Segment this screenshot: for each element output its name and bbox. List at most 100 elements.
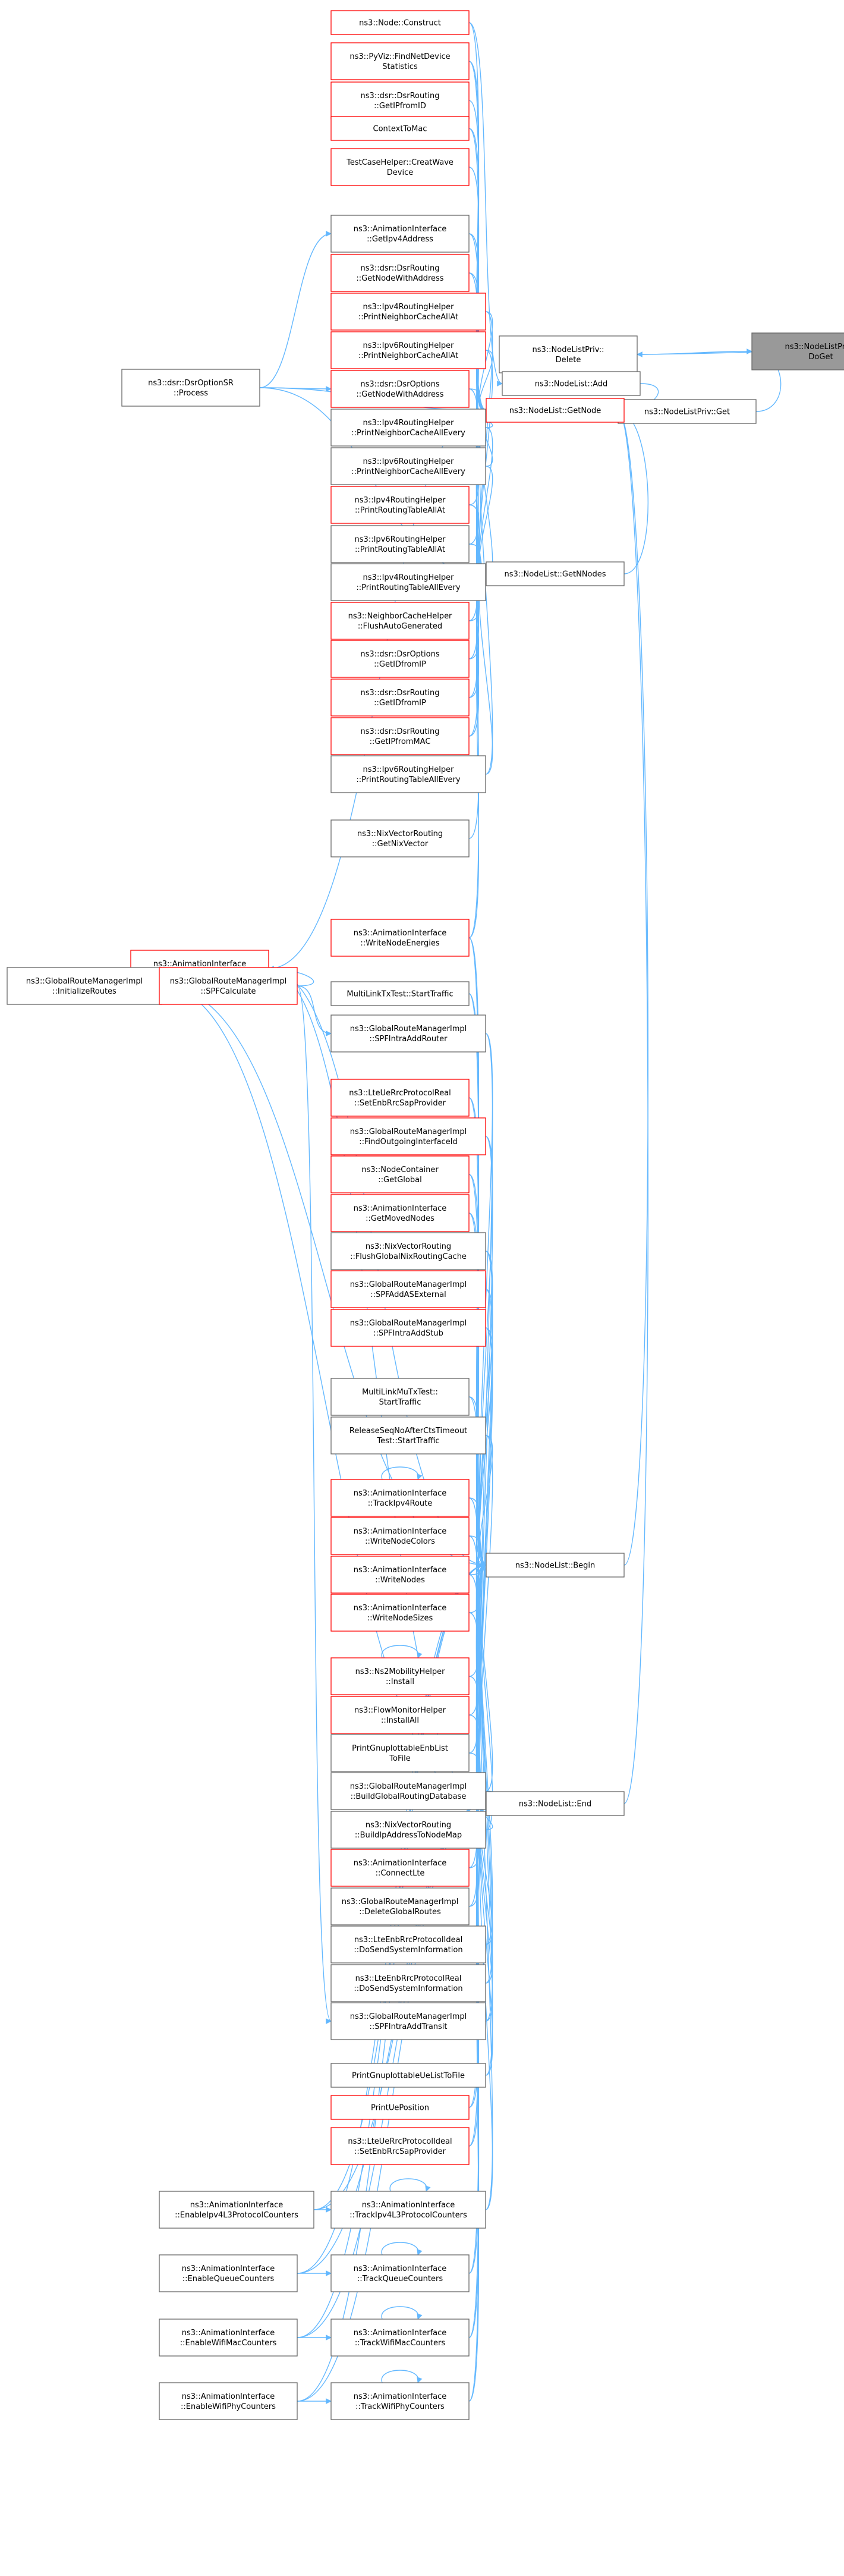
node-trackwifiphy[interactable]: ns3::AnimationInterface::TrackWifiPhyCou… xyxy=(330,2382,470,2420)
node-enablequeue[interactable]: ns3::AnimationInterface::EnableQueueCoun… xyxy=(159,2254,298,2292)
node-box xyxy=(330,2191,486,2229)
node-getipv4address[interactable]: ns3::AnimationInterface::GetIpv4Address xyxy=(330,215,470,253)
node-buildglobaldb[interactable]: ns3::GlobalRouteManagerImpl::BuildGlobal… xyxy=(330,1772,486,1810)
node-label: ns3::LteEnbRrcProtocolIdeal xyxy=(354,1936,462,1944)
node-label: ns3::AnimationInterface xyxy=(354,1566,447,1575)
node-spfcalc[interactable]: ns3::GlobalRouteManagerImpl::SPFCalculat… xyxy=(159,967,298,1005)
node-dsrgetipfromid[interactable]: ns3::dsr::DsrRouting::GetIPfromID xyxy=(330,81,470,120)
node-box xyxy=(330,10,470,35)
node-ipv6printtableat[interactable]: ns3::Ipv6RoutingHelper::PrintRoutingTabl… xyxy=(330,525,470,563)
node-label: ns3::Ipv6RoutingHelper xyxy=(363,457,455,466)
node-printgnuplotue[interactable]: PrintGnuplottableUeListToFile xyxy=(330,2063,486,2088)
node-nodecontainerglobal[interactable]: ns3::NodeContainer::GetGlobal xyxy=(330,1155,470,1193)
node-spfintraaddrouter[interactable]: ns3::GlobalRouteManagerImpl::SPFIntraAdd… xyxy=(330,1014,486,1053)
node-get[interactable]: ns3::NodeListPriv::Get xyxy=(618,399,757,424)
node-add[interactable]: ns3::NodeList::Add xyxy=(502,371,641,396)
node-ipv4printneighevery[interactable]: ns3::Ipv4RoutingHelper::PrintNeighborCac… xyxy=(330,409,486,447)
node-trackwifimac[interactable]: ns3::AnimationInterface::TrackWifiMacCou… xyxy=(330,2319,470,2357)
node-label: ns3::Ipv6RoutingHelper xyxy=(363,765,455,774)
node-begin[interactable]: ns3::NodeList::Begin xyxy=(486,1553,625,1578)
node-delete[interactable]: ns3::NodeListPriv::Delete xyxy=(499,335,638,373)
node-label: ::GetIDfromIP xyxy=(374,699,426,708)
node-ipv6printneighevery[interactable]: ns3::Ipv6RoutingHelper::PrintNeighborCac… xyxy=(330,447,486,485)
node-dsroptsgetidfromip[interactable]: ns3::dsr::DsrOptions::GetIDfromIP xyxy=(330,640,470,678)
node-writenodes[interactable]: ns3::AnimationInterface::WriteNodes xyxy=(330,1556,470,1594)
node-label: ::GetIpv4Address xyxy=(367,235,433,244)
node-enableipv4l3[interactable]: ns3::AnimationInterface::EnableIpv4L3Pro… xyxy=(159,2191,314,2229)
node-enablewifiphy[interactable]: ns3::AnimationInterface::EnableWifiPhyCo… xyxy=(159,2382,298,2420)
node-printueposition[interactable]: PrintUePosition xyxy=(330,2095,470,2120)
node-spfintraaddtransit[interactable]: ns3::GlobalRouteManagerImpl::SPFIntraAdd… xyxy=(330,2002,486,2040)
node-box xyxy=(330,1811,486,1849)
node-box xyxy=(330,148,470,186)
node-box xyxy=(330,1887,470,1925)
node-box xyxy=(330,525,470,563)
node-trackqueue[interactable]: ns3::AnimationInterface::TrackQueueCount… xyxy=(330,2254,470,2292)
node-lterrcsetenbsap[interactable]: ns3::LteUeRrcProtocolReal::SetEnbRrcSapP… xyxy=(330,1079,470,1117)
node-getnode[interactable]: ns3::NodeList::GetNode xyxy=(486,398,625,423)
node-label: ::FlushGlobalNixRoutingCache xyxy=(350,1252,467,1261)
node-label: ns3::dsr::DsrRouting xyxy=(361,727,440,736)
node-nixgetvector[interactable]: ns3::NixVectorRouting::GetNixVector xyxy=(330,819,470,857)
node-connectlte[interactable]: ns3::AnimationInterface::ConnectLte xyxy=(330,1849,470,1887)
node-flowinstall[interactable]: ns3::FlowMonitorHelper::InstallAll xyxy=(330,1696,470,1734)
node-ipv6printtableevery[interactable]: ns3::Ipv6RoutingHelper::PrintRoutingTabl… xyxy=(330,755,486,793)
node-multilinktx[interactable]: MultiLinkTxTest::StartTraffic xyxy=(330,981,470,1006)
node-box xyxy=(330,2254,470,2292)
node-label: ns3::AnimationInterface xyxy=(354,2264,447,2273)
node-ipv4printtableat[interactable]: ns3::Ipv4RoutingHelper::PrintRoutingTabl… xyxy=(330,486,470,524)
node-contexttomac[interactable]: ContextToMac xyxy=(330,116,470,141)
node-box xyxy=(330,1309,486,1347)
node-ipv4printtableevery[interactable]: ns3::Ipv4RoutingHelper::PrintRoutingTabl… xyxy=(330,563,486,601)
node-writenodesizes[interactable]: ns3::AnimationInterface::WriteNodeSizes xyxy=(330,1594,470,1632)
node-nixflush[interactable]: ns3::NixVectorRouting::FlushGlobalNixRou… xyxy=(330,1232,486,1270)
node-label: ::ConnectLte xyxy=(376,1869,425,1878)
node-dsrgetnodewithaddr[interactable]: ns3::dsr::DsrRouting::GetNodeWithAddress xyxy=(330,254,470,292)
node-getnnodes[interactable]: ns3::NodeList::GetNNodes xyxy=(486,561,625,586)
node-label: ns3::NixVectorRouting xyxy=(366,1242,451,1251)
node-writenodeenergies[interactable]: ns3::AnimationInterface::WriteNodeEnergi… xyxy=(330,919,470,957)
node-box xyxy=(330,678,470,717)
node-findoutgoing[interactable]: ns3::GlobalRouteManagerImpl::FindOutgoin… xyxy=(330,1117,486,1155)
node-box xyxy=(7,967,162,1005)
node-ns2install[interactable]: ns3::Ns2MobilityHelper::Install xyxy=(330,1657,470,1695)
node-label: ::GetIPfromMAC xyxy=(370,737,431,746)
node-doget[interactable]: ns3::NodeListPriv::DoGet xyxy=(751,332,844,370)
node-initroutes[interactable]: ns3::GlobalRouteManagerImpl::InitializeR… xyxy=(7,967,162,1005)
node-dsrgetidfromip[interactable]: ns3::dsr::DsrRouting::GetIDfromIP xyxy=(330,678,470,717)
node-box xyxy=(330,717,470,755)
node-label: ns3::AnimationInterface xyxy=(182,2392,275,2401)
node-lteidealsend[interactable]: ns3::LteEnbRrcProtocolIdeal::DoSendSyste… xyxy=(330,1925,486,1964)
node-getmovednodes[interactable]: ns3::AnimationInterface::GetMovedNodes xyxy=(330,1194,470,1232)
node-ipv6printneighat[interactable]: ns3::Ipv6RoutingHelper::PrintNeighborCac… xyxy=(330,331,486,369)
node-writenodecolors[interactable]: ns3::AnimationInterface::WriteNodeColors xyxy=(330,1517,470,1555)
node-trackipv4l3[interactable]: ns3::AnimationInterface::TrackIpv4L3Prot… xyxy=(330,2191,486,2229)
node-deleteglobal[interactable]: ns3::GlobalRouteManagerImpl::DeleteGloba… xyxy=(330,1887,470,1925)
node-ltesend[interactable]: ns3::LteEnbRrcProtocolReal::DoSendSystem… xyxy=(330,1964,486,2002)
node-trackipv4route[interactable]: ns3::AnimationInterface::TrackIpv4Route xyxy=(330,1479,470,1517)
node-lteidealsetenb[interactable]: ns3::LteUeRrcProtocolIdeal::SetEnbRrcSap… xyxy=(330,2127,470,2165)
node-box xyxy=(330,1734,470,1772)
node-spfintraaddstub[interactable]: ns3::GlobalRouteManagerImpl::SPFIntraAdd… xyxy=(330,1309,486,1347)
node-box xyxy=(330,1378,470,1416)
node-flushauto[interactable]: ns3::NeighborCacheHelper::FlushAutoGener… xyxy=(330,602,470,640)
node-label: ns3::AnimationInterface xyxy=(354,2329,447,2338)
node-construct[interactable]: ns3::Node::Construct xyxy=(330,10,470,35)
node-end[interactable]: ns3::NodeList::End xyxy=(486,1791,625,1816)
node-nixbuildmap[interactable]: ns3::NixVectorRouting::BuildIpAddressToN… xyxy=(330,1811,486,1849)
node-releaseseq[interactable]: ReleaseSeqNoAfterCtsTimeoutTest::StartTr… xyxy=(330,1416,486,1455)
node-dsrgetipfrommac[interactable]: ns3::dsr::DsrRouting::GetIPfromMAC xyxy=(330,717,470,755)
node-box xyxy=(330,981,470,1006)
node-ipv4printneighat1[interactable]: ns3::Ipv4RoutingHelper::PrintNeighborCac… xyxy=(330,293,486,331)
node-dsroptsgetnode[interactable]: ns3::dsr::DsrOptions::GetNodeWithAddress xyxy=(330,370,470,408)
node-spfaddasext[interactable]: ns3::GlobalRouteManagerImpl::SPFAddASExt… xyxy=(330,1270,486,1308)
node-enablewifimac[interactable]: ns3::AnimationInterface::EnableWifiMacCo… xyxy=(159,2319,298,2357)
node-box xyxy=(330,42,470,80)
node-label: ns3::NodeListPriv:: xyxy=(785,343,844,351)
node-multilinkmutx[interactable]: MultiLinkMuTxTest::StartTraffic xyxy=(330,1378,470,1416)
node-dsroptionsr[interactable]: ns3::dsr::DsrOptionSR::Process xyxy=(121,369,260,407)
node-label: ::TrackIpv4Route xyxy=(368,1499,433,1508)
